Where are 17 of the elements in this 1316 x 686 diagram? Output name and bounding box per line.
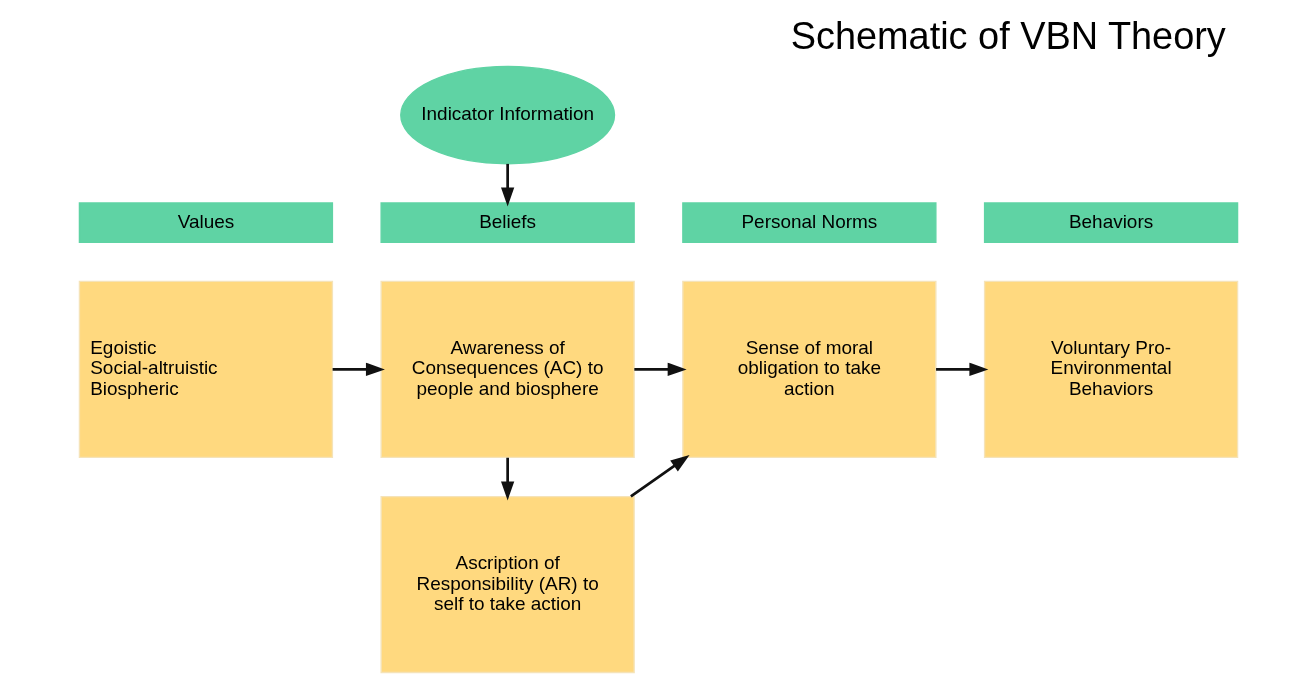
arrow [629,455,690,498]
node-box: Values [78,202,333,243]
arrow [633,362,687,377]
arrow [500,163,514,207]
node-box: Behaviors [983,202,1238,243]
diagram-title: Schematic of VBN Theory [790,15,1226,58]
arrow [935,362,988,377]
node-box: Sense of moral obligation to take action [681,280,937,458]
arrow [332,362,385,377]
node-box: Personal Norms [681,202,937,243]
arrow [500,457,514,501]
node-box: Awareness of Consequences (AC) to people and biosphere [379,280,635,458]
node-box: Ascription of Responsibility (AR) to self to take action [379,495,635,674]
node-box: Beliefs [379,202,635,243]
node-box: Voluntary Pro-Environmental Behaviors [983,280,1238,458]
node-ellipse: Indicator Information [399,65,615,165]
node-box: Egoistic Social-altruistic Biospheric [78,280,333,458]
